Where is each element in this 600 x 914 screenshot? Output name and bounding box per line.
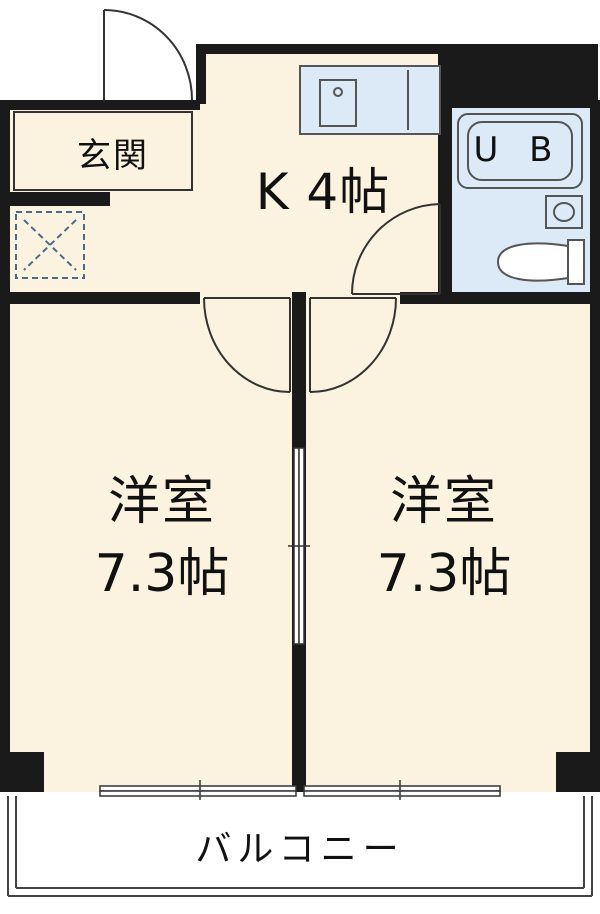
balcony — [7, 796, 593, 897]
entrance-door — [103, 9, 193, 101]
bathtub — [457, 113, 583, 189]
room1-size: 7.3帖 — [94, 544, 230, 604]
balcony-label: バルコニー — [195, 829, 405, 870]
toilet — [496, 239, 585, 285]
room1-name: 洋室 — [107, 472, 216, 532]
bath-sink — [545, 195, 583, 229]
room2-size: 7.3帖 — [376, 544, 512, 604]
shoe-box — [13, 111, 193, 191]
room-doors — [203, 297, 397, 393]
bathroom-door — [351, 203, 441, 295]
room2-name: 洋室 — [389, 472, 498, 532]
kitchen-label: K 4帖 — [255, 163, 391, 221]
room1-label: 洋室 7.3帖 — [52, 476, 272, 600]
balcony-windows — [99, 780, 501, 800]
sliding-partition — [288, 447, 310, 645]
storage-closet — [15, 211, 85, 279]
kitchen-counter — [299, 65, 441, 135]
entrance-label: 玄関 — [77, 136, 149, 176]
room2-label: 洋室 7.3帖 — [334, 476, 554, 600]
unit-bath-label: U B — [473, 130, 563, 170]
